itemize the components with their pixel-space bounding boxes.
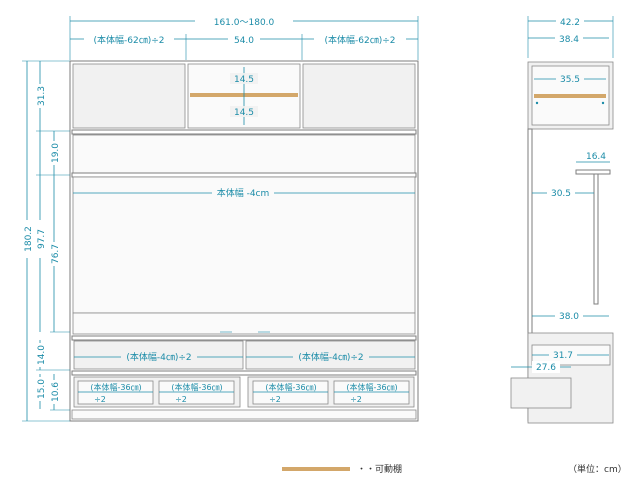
- upper-band: [72, 134, 416, 174]
- front-view: 161.0～180.0 (本体幅-62㎝)÷2 54.0 (本体幅-62㎝)÷2…: [21, 15, 419, 422]
- front-top-right-width: (本体幅-62㎝)÷2: [325, 34, 396, 46]
- unit-note: （単位：cm）: [568, 463, 627, 475]
- low-drawer-4-width: (本体幅-36㎝): [346, 382, 397, 392]
- low-drawer-3: [252, 380, 329, 405]
- side-mid-depth: 30.5: [551, 189, 571, 199]
- mid-drawer-left-width: (本体幅-4㎝)÷2: [126, 351, 191, 363]
- tv-width: 本体幅 -4cm: [217, 187, 270, 199]
- legend: ・・可動棚 （単位：cm）: [282, 463, 627, 475]
- side-tv-depth: 38.0: [559, 312, 579, 322]
- low-drawer-2-width: (本体幅-36㎝): [171, 382, 222, 392]
- band-height: 19.0: [51, 143, 61, 163]
- tv-lower-panel: [72, 312, 416, 335]
- side-total-depth: 42.2: [560, 18, 580, 28]
- base-height: 10.6: [51, 382, 61, 402]
- side-view: 42.2 38.4 35.5 16.4 30.5 38.0 31.7 27.6: [510, 15, 614, 424]
- upper-shelf-gap-above: 14.5: [234, 75, 254, 85]
- low-top-board: [71, 370, 417, 376]
- mid-drawer-height: 14.0: [37, 345, 47, 365]
- front-top-center-width: 54.0: [234, 36, 254, 46]
- upper-left-door: [72, 63, 186, 129]
- side-bracket: [575, 169, 611, 175]
- side-drawer-depth: 31.7: [553, 351, 573, 361]
- low-drawer-4-div: ÷2: [350, 395, 362, 404]
- low-drawer-1-width: (本体幅-36㎝): [90, 382, 141, 392]
- tv-section-height: 97.7: [37, 229, 47, 249]
- base-plinth: [71, 409, 417, 420]
- low-drawer-4: [333, 380, 410, 405]
- side-body-depth: 38.4: [559, 35, 579, 45]
- low-drawer-3-width: (本体幅-36㎝): [265, 382, 316, 392]
- front-total-width: 161.0～180.0: [214, 18, 275, 28]
- upper-shelf-gap-below: 14.5: [234, 108, 254, 118]
- side-upper-inner-depth: 35.5: [560, 75, 580, 85]
- side-low-drawer: [510, 377, 572, 409]
- mid-drawer-right-width: (本体幅-4㎝)÷2: [298, 351, 363, 363]
- low-drawer-height: 15.0: [37, 379, 47, 399]
- side-bracket-depth: 16.4: [586, 152, 606, 162]
- side-low-drawer-depth: 27.6: [536, 363, 556, 373]
- upper-right-door: [302, 63, 416, 129]
- upper-height: 31.3: [37, 86, 47, 106]
- low-drawer-2: [158, 380, 235, 405]
- upper-bottom-board: [71, 129, 417, 135]
- low-drawer-2-div: ÷2: [175, 395, 187, 404]
- side-bracket-post: [593, 173, 599, 305]
- low-drawer-1-div: ÷2: [94, 395, 106, 404]
- low-drawer-1: [77, 380, 154, 405]
- mid-top-board: [71, 335, 417, 341]
- legend-shelf-label: ・・可動棚: [357, 463, 402, 475]
- low-drawer-3-div: ÷2: [269, 395, 281, 404]
- tv-top-board: [71, 172, 417, 178]
- front-total-height: 180.2: [24, 226, 34, 252]
- tv-height: 76.7: [51, 244, 61, 264]
- front-top-left-width: (本体幅-62㎝)÷2: [94, 34, 165, 46]
